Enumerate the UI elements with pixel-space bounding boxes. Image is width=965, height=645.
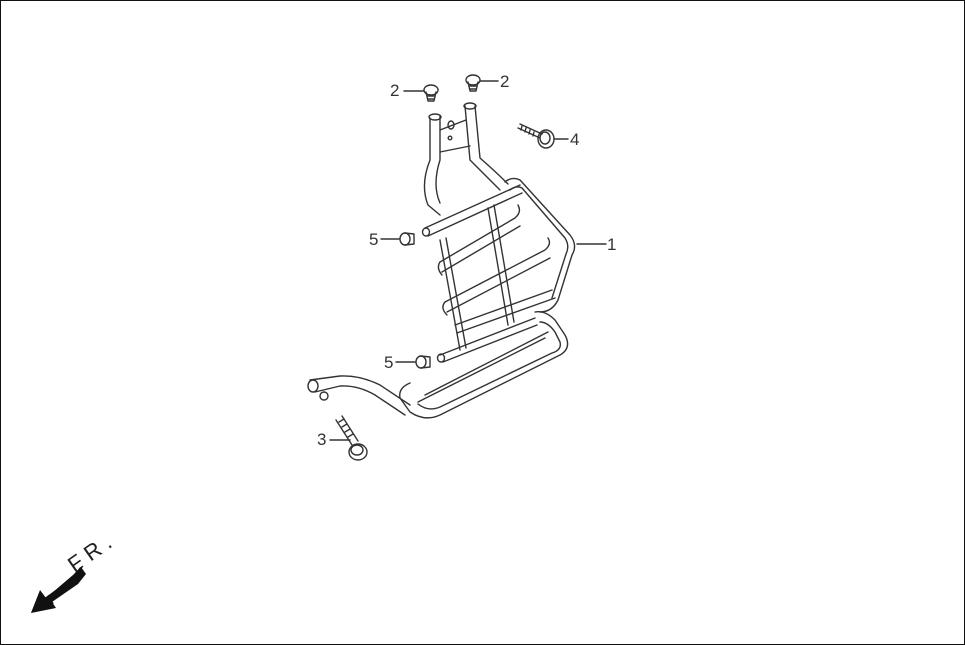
screw-lower-part	[415, 355, 431, 369]
callout-3: 3	[317, 430, 327, 449]
screw-upper-part	[399, 232, 415, 246]
callout-4: 4	[570, 130, 580, 149]
clip-right-part	[465, 74, 481, 92]
footrest-frame-part	[307, 102, 576, 419]
callout-2a: 2	[390, 81, 400, 100]
callout-5a: 5	[369, 230, 379, 249]
long-flange-bolt-part	[335, 415, 368, 461]
callout-1: 1	[607, 235, 617, 254]
callout-5b: 5	[384, 353, 394, 372]
clip-left-part	[423, 84, 439, 102]
flange-bolt-part	[517, 123, 555, 149]
callout-2b: 2	[500, 72, 510, 91]
